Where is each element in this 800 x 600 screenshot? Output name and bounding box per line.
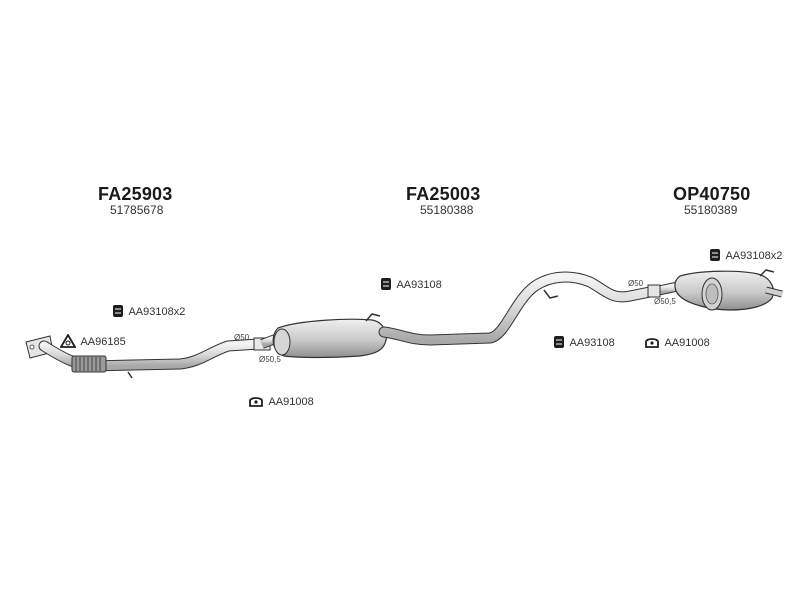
triangle-gasket-icon	[59, 332, 77, 348]
rear-bottom-clamp-label: AA93108	[569, 337, 615, 349]
middle-inlet-diameter-value: 50,5	[265, 355, 281, 364]
rear-part-code: OP40750	[673, 184, 751, 204]
clamp-icon	[381, 277, 391, 290]
front-part-code: FA25903	[98, 184, 173, 204]
clamp-icon	[113, 304, 123, 317]
front-hanger-callout: AA91008	[248, 392, 314, 410]
front-clamp-callout: AA93108x2	[112, 302, 185, 320]
middle-part-code: FA25003	[406, 184, 481, 204]
gasket-label: AA96185	[80, 336, 126, 348]
middle-inlet-diameter: Ø50,5	[259, 355, 281, 364]
rear-hanger-label: AA91008	[664, 337, 710, 349]
clamp-icon	[554, 335, 564, 348]
front-outlet-diameter-value: 50	[240, 333, 250, 342]
front-clamp-qty: x2	[173, 306, 186, 318]
front-hanger-label: AA91008	[268, 396, 314, 408]
middle-oem-number: 55180388	[420, 203, 474, 217]
diameter-symbol: Ø	[654, 297, 661, 306]
front-outlet-diameter: Ø50	[234, 333, 249, 342]
rear-bottom-clamp-callout: AA93108	[553, 333, 615, 351]
rear-top-clamp-label: AA93108	[725, 250, 771, 262]
rear-inlet-diameter: Ø50,5	[654, 297, 676, 306]
diameter-symbol: Ø	[628, 279, 635, 288]
rubber-hanger-icon	[645, 337, 659, 348]
front-oem-number: 51785678	[110, 203, 164, 217]
middle-clamp-label: AA93108	[396, 279, 442, 291]
middle-silencer-pipe	[260, 271, 656, 359]
middle-outlet-diameter-value: 50	[634, 279, 644, 288]
rear-top-clamp-callout: AA93108x2	[709, 246, 782, 264]
rear-oem-number: 55180389	[684, 203, 738, 217]
gasket-callout: AA96185	[59, 332, 126, 350]
rear-top-clamp-qty: x2	[770, 250, 783, 262]
diameter-symbol: Ø	[234, 333, 241, 342]
diameter-symbol: Ø	[259, 355, 266, 364]
rear-hanger-callout: AA91008	[644, 333, 710, 351]
rear-inlet-diameter-value: 50,5	[660, 297, 676, 306]
front-clamp-label: AA93108	[128, 306, 174, 318]
clamp-icon	[710, 248, 720, 261]
middle-outlet-diameter: Ø50	[628, 279, 643, 288]
rear-silencer	[647, 269, 783, 311]
rubber-hanger-icon	[249, 396, 263, 407]
middle-clamp-callout: AA93108	[380, 275, 442, 293]
